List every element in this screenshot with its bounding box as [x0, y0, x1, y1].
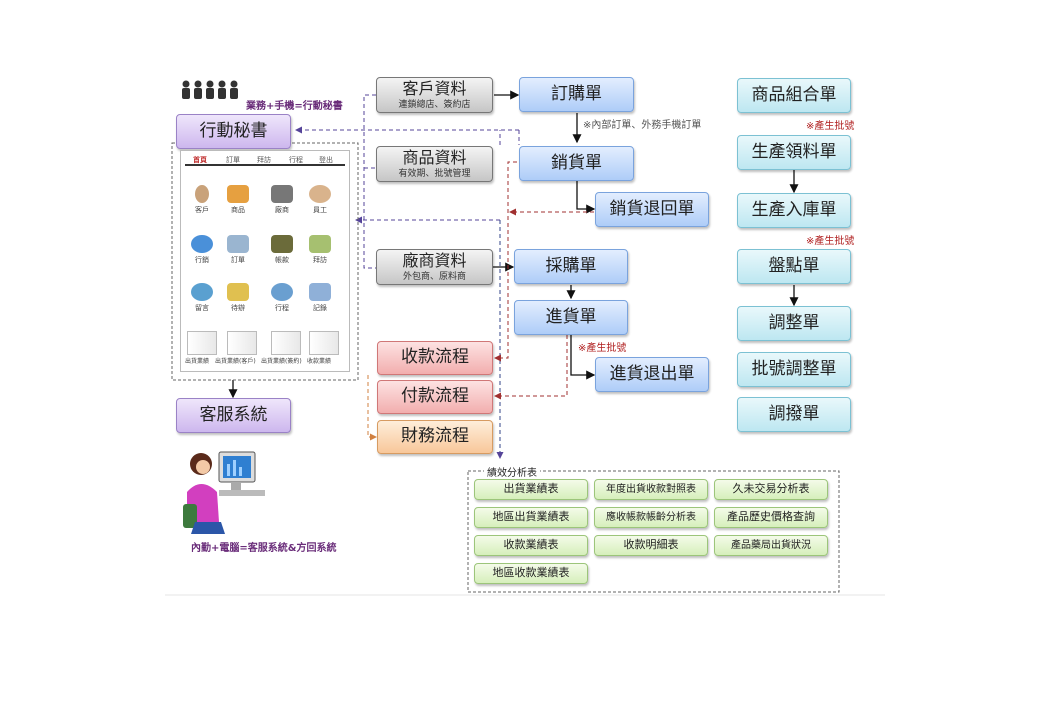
report-icon-2: [227, 331, 257, 355]
batch-adjust-label: 批號調整單: [751, 358, 837, 379]
sales-return-label: 銷貨退回單: [609, 198, 695, 219]
material-issue-label: 生產領料單: [751, 141, 837, 162]
adjust-node[interactable]: 調整單: [737, 306, 851, 341]
report-icon-1: [187, 331, 217, 355]
order-label: 訂購單: [551, 83, 602, 104]
transfer-label: 調撥單: [768, 403, 820, 424]
mobile-app-preview: 首頁 訂單 拜訪 行程 登出 客戶 商品 廠商 員工 行銷 訂單 帳款 拜訪 留…: [180, 150, 350, 372]
sales-label: 銷貨單: [551, 152, 602, 173]
app-tab-order: 訂單: [226, 156, 240, 164]
app-icon-account: 帳款: [265, 235, 299, 265]
customer-data-node[interactable]: 客戶資料 連鎖總店、簽約店: [376, 77, 493, 113]
stocktake-node[interactable]: 盤點單: [737, 249, 851, 284]
receipt-flow-label: 收款流程: [401, 347, 469, 368]
customer-data-sub: 連鎖總店、簽約店: [398, 99, 471, 110]
purchase-return-label: 進貨退出單: [609, 363, 695, 384]
app-icon-vendor: 廠商: [265, 185, 299, 215]
customer-service-node[interactable]: 客服系統: [176, 398, 291, 433]
app-icon-order: 訂單: [221, 235, 255, 265]
analysis-item[interactable]: 收款業績表: [474, 535, 588, 556]
product-data-label: 商品資料: [402, 148, 467, 168]
production-in-label: 生產入庫單: [751, 199, 837, 220]
customer-data-label: 客戶資料: [402, 79, 467, 99]
app-tab-visit: 拜訪: [257, 156, 271, 164]
report-label-4: 收款業績: [307, 358, 332, 365]
report-label-3: 出貨業績(簽約): [261, 358, 302, 365]
app-icon-todo: 待辦: [221, 283, 255, 313]
mobile-secretary-label: 行動秘書: [199, 120, 268, 141]
finance-flow-node[interactable]: 財務流程: [377, 420, 493, 454]
batch-note-receiving: ※產生批號: [578, 343, 627, 354]
combo-node[interactable]: 商品組合單: [737, 78, 851, 113]
app-icon-customer: 客戶: [185, 185, 219, 215]
material-issue-node[interactable]: 生產領料單: [737, 135, 851, 170]
analysis-item[interactable]: 地區出貨業績表: [474, 507, 588, 528]
office-caption: 內勤+電腦=客服系統&方回系統: [191, 543, 337, 554]
app-icon-staff: 員工: [303, 185, 337, 215]
receiving-node[interactable]: 進貨單: [514, 300, 628, 335]
analysis-item[interactable]: 地區收款業績表: [474, 563, 588, 584]
report-icon-3: [271, 331, 301, 355]
app-icon-record: 記錄: [303, 283, 337, 313]
purchase-return-node[interactable]: 進貨退出單: [595, 357, 709, 392]
app-tab-schedule: 行程: [289, 156, 303, 164]
analysis-item[interactable]: 出貨業績表: [474, 479, 588, 500]
report-icon-4: [309, 331, 339, 355]
analysis-title: 績效分析表: [484, 464, 540, 479]
vendor-data-node[interactable]: 廠商資料 外包商、原料商: [376, 249, 493, 285]
app-icon-visit: 拜訪: [303, 235, 337, 265]
finance-flow-label: 財務流程: [401, 426, 469, 447]
office-worker-icon: [181, 448, 271, 536]
mobile-secretary-node[interactable]: 行動秘書: [176, 114, 291, 149]
combo-label: 商品組合單: [751, 84, 837, 105]
report-label-2: 出貨業績(客戶): [215, 358, 256, 365]
analysis-item[interactable]: 收款明細表: [594, 535, 708, 556]
vendor-data-sub: 外包商、原料商: [402, 271, 466, 282]
app-icon-schedule: 行程: [265, 283, 299, 313]
analysis-item[interactable]: 應收帳款帳齡分析表: [594, 507, 708, 528]
sales-return-node[interactable]: 銷貨退回單: [595, 192, 709, 227]
vendor-data-label: 廠商資料: [402, 251, 467, 271]
app-icon-message: 留言: [185, 283, 219, 313]
analysis-item[interactable]: 久未交易分析表: [714, 479, 828, 500]
batch-note-production: ※產生批號: [806, 236, 855, 247]
app-icon-product: 商品: [221, 185, 255, 215]
app-icon-marketing: 行銷: [185, 235, 219, 265]
product-data-sub: 有效期、批號管理: [398, 168, 471, 179]
production-in-node[interactable]: 生產入庫單: [737, 193, 851, 228]
analysis-item[interactable]: 產品歷史價格查詢: [714, 507, 828, 528]
report-label-1: 出貨業績: [185, 358, 210, 365]
mobile-caption: 業務+手機=行動秘書: [246, 101, 343, 112]
app-tab-home: 首頁: [193, 156, 207, 164]
app-tab-logout: 登出: [319, 156, 333, 164]
sales-node[interactable]: 銷貨單: [519, 146, 634, 181]
payment-flow-node[interactable]: 付款流程: [377, 380, 493, 414]
customer-service-label: 客服系統: [199, 404, 268, 425]
adjust-label: 調整單: [768, 312, 820, 333]
stocktake-label: 盤點單: [768, 255, 820, 276]
order-note: ※內部訂單、外務手機訂單: [583, 120, 702, 131]
analysis-item[interactable]: 產品藥局出貨狀況: [714, 535, 828, 556]
transfer-node[interactable]: 調撥單: [737, 397, 851, 432]
product-data-node[interactable]: 商品資料 有效期、批號管理: [376, 146, 493, 182]
batch-note-combo: ※產生批號: [806, 121, 855, 132]
purchase-node[interactable]: 採購單: [514, 249, 628, 284]
purchase-label: 採購單: [545, 255, 597, 276]
analysis-item[interactable]: 年度出貨收款對照表: [594, 479, 708, 500]
order-node[interactable]: 訂購單: [519, 77, 634, 112]
receipt-flow-node[interactable]: 收款流程: [377, 341, 493, 375]
receiving-label: 進貨單: [545, 306, 597, 327]
team-icon: [180, 79, 240, 101]
batch-adjust-node[interactable]: 批號調整單: [737, 352, 851, 387]
payment-flow-label: 付款流程: [401, 386, 469, 407]
